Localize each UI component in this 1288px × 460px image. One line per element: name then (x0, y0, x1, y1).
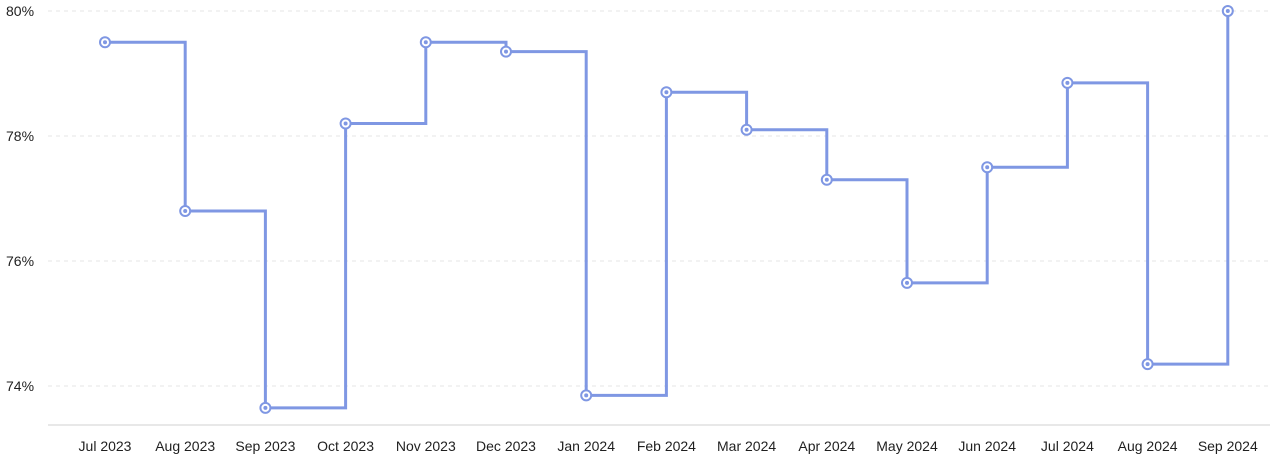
data-point-dot (744, 127, 749, 132)
data-point[interactable] (1141, 358, 1154, 371)
data-point[interactable] (419, 36, 432, 49)
x-tick-label: Dec 2023 (476, 438, 536, 454)
series-step-line (105, 11, 1230, 410)
x-tick-label: Mar 2024 (717, 438, 776, 454)
data-point-dot (423, 40, 428, 45)
data-point[interactable] (820, 173, 833, 186)
data-point[interactable] (1061, 76, 1074, 89)
data-point[interactable] (1221, 5, 1234, 17)
data-point-dot (905, 280, 909, 285)
data-point-dot (183, 209, 188, 213)
data-point-dot (263, 405, 268, 410)
x-tick-label: May 2024 (876, 438, 938, 454)
x-tick-label: Apr 2024 (798, 438, 855, 454)
data-point[interactable] (660, 86, 673, 99)
data-point[interactable] (179, 205, 192, 217)
x-tick-label: Jun 2024 (958, 438, 1016, 454)
data-point[interactable] (901, 276, 913, 289)
data-point-dot (985, 165, 990, 170)
y-tick-label: 74% (6, 378, 34, 394)
x-tick-label: Oct 2023 (317, 438, 374, 454)
x-tick-label: Jan 2024 (557, 438, 615, 454)
data-point[interactable] (259, 401, 272, 414)
x-tick-label: Sep 2024 (1198, 438, 1258, 454)
series-layer (105, 11, 1230, 410)
x-tick-label: Jul 2024 (1041, 438, 1094, 454)
data-point-dot (584, 393, 589, 398)
y-tick-label: 80% (6, 3, 34, 19)
data-point-dot (664, 90, 669, 95)
data-point-dot (1065, 80, 1070, 85)
data-point[interactable] (500, 45, 512, 58)
data-point-dot (1145, 362, 1150, 367)
points-layer (99, 5, 1234, 414)
x-tick-label: Sep 2023 (235, 438, 295, 454)
data-point[interactable] (740, 123, 753, 136)
grid-layer (48, 10, 1270, 387)
x-tick-label: Nov 2023 (396, 438, 456, 454)
data-point-dot (504, 49, 508, 54)
x-tick-label: Feb 2024 (637, 438, 696, 454)
data-point[interactable] (580, 389, 593, 402)
data-point-dot (824, 177, 829, 182)
data-point-dot (103, 40, 107, 45)
x-tick-label: Aug 2024 (1118, 438, 1178, 454)
data-point[interactable] (99, 36, 111, 49)
y-tick-label: 78% (6, 128, 34, 144)
data-point[interactable] (981, 161, 994, 174)
x-tick-label: Jul 2023 (79, 438, 132, 454)
y-tick-label: 76% (6, 253, 34, 269)
data-point[interactable] (339, 117, 352, 130)
x-tick-label: Aug 2023 (155, 438, 215, 454)
label-layer: 74% 76% 78% 80% Jul 2023 Aug 2023 Sep 2023 Oct … (6, 3, 1258, 454)
data-point-dot (1225, 9, 1230, 13)
data-point-dot (343, 121, 348, 126)
